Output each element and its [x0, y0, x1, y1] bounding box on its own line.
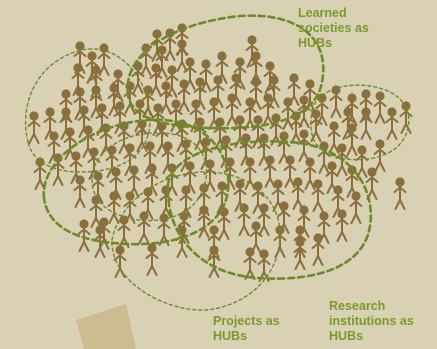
person-icon: [89, 85, 103, 118]
person-icon: [365, 167, 379, 200]
person-icon: [199, 59, 213, 92]
person-icon: [261, 93, 275, 126]
person-icon: [309, 109, 323, 142]
person-icon: [137, 211, 151, 244]
person-icon: [349, 191, 363, 224]
person-icon: [311, 179, 325, 212]
person-icon: [145, 243, 159, 276]
person-icon: [177, 79, 191, 112]
person-icon: [335, 209, 349, 242]
person-icon: [237, 203, 251, 236]
person-icon: [329, 85, 343, 118]
hub-outline-center-left: [91, 132, 208, 222]
label-projects: Projects as HUBs: [213, 314, 280, 343]
hub-outline-bottom: [111, 171, 281, 311]
person-icon: [123, 81, 137, 114]
hub-outline-right: [310, 84, 410, 161]
person-icon: [155, 45, 169, 78]
person-icon: [213, 117, 227, 150]
person-icon: [243, 247, 257, 280]
person-icon: [73, 175, 87, 208]
hub-outlines: [24, 14, 410, 311]
person-icon: [297, 129, 311, 162]
person-icon: [359, 107, 373, 140]
corner-shape: [76, 304, 136, 349]
person-icon: [345, 123, 359, 156]
person-icon: [257, 203, 271, 236]
person-icon: [107, 191, 121, 224]
person-icon: [373, 91, 387, 124]
person-icon: [311, 233, 325, 266]
hub-outline-research-institutions: [166, 140, 373, 280]
person-icon: [257, 249, 271, 282]
hub-outline-left: [24, 48, 151, 173]
person-icon: [27, 111, 41, 144]
person-icon: [267, 75, 281, 108]
person-icon: [243, 97, 257, 130]
hub-outline-learned-societies-top: [126, 14, 325, 130]
person-icon: [207, 245, 221, 278]
person-icon: [77, 219, 91, 252]
person-icon: [107, 83, 121, 116]
person-icon: [197, 205, 211, 238]
label-learned-societies: Learned societies as HUBs: [298, 6, 369, 50]
person-icon: [117, 215, 131, 248]
person-icon: [355, 145, 369, 178]
hub-outline-projects: [42, 118, 230, 246]
label-research-institutions: Research institutions as HUBs: [329, 299, 414, 343]
person-icon: [393, 177, 407, 210]
person-icon: [385, 107, 399, 140]
person-icon: [291, 177, 305, 210]
